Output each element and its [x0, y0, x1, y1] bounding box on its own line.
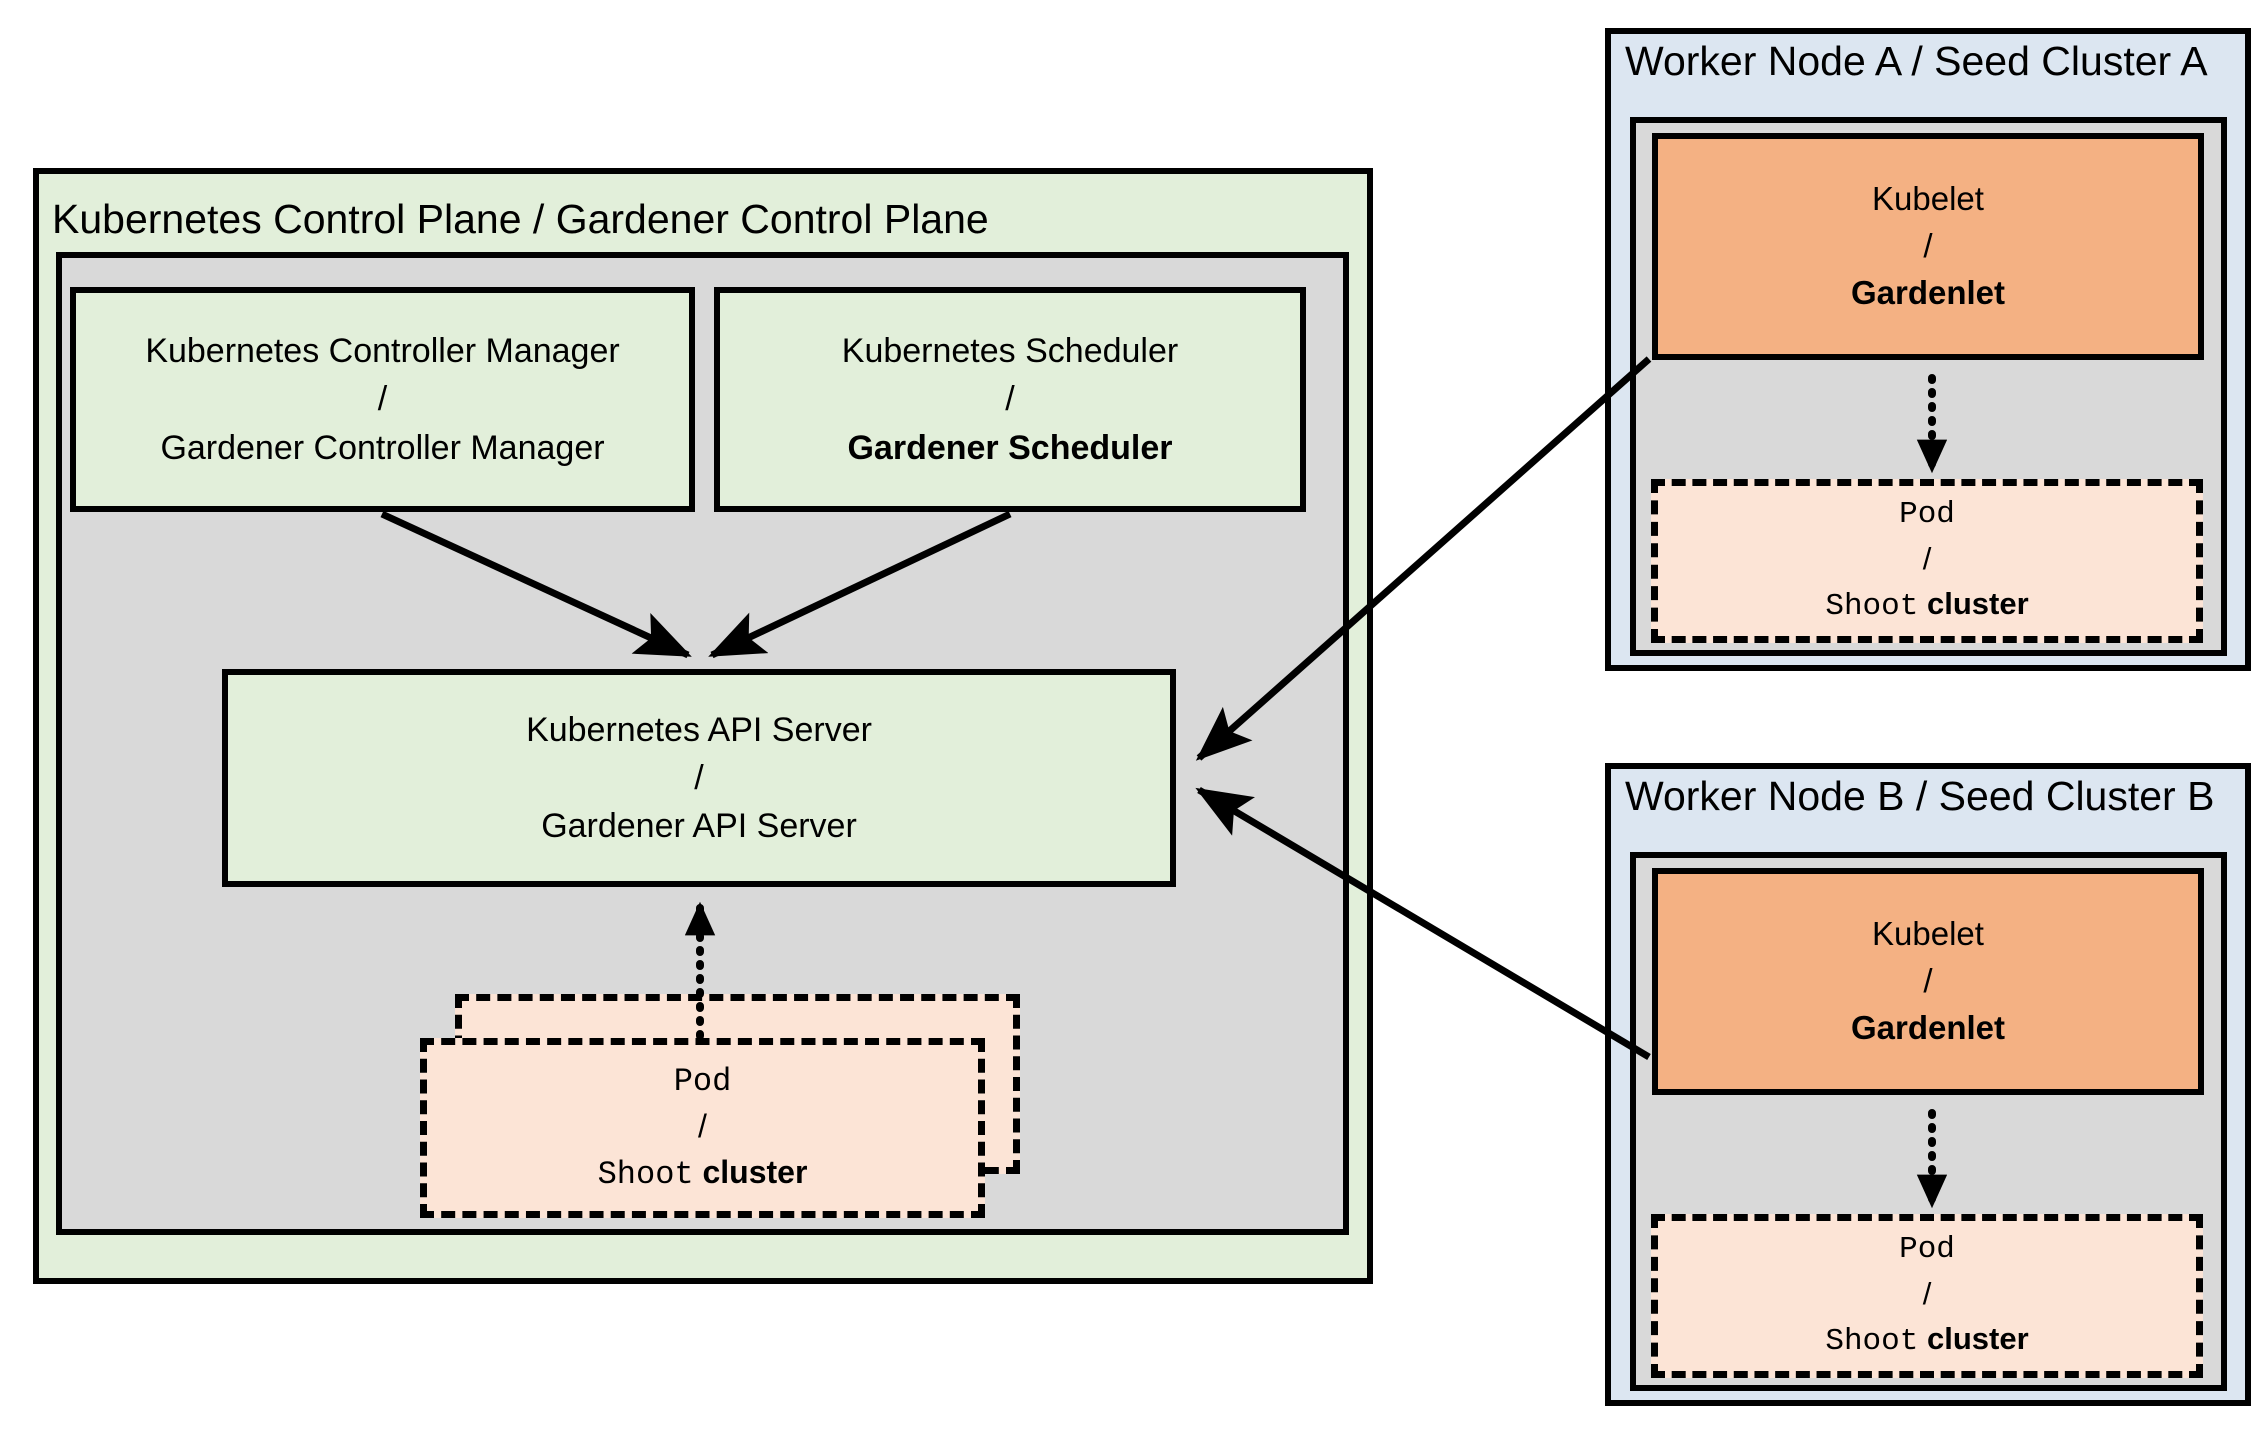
api-server-line1: Kubernetes API Server [526, 710, 872, 749]
connector-scheduler-to-api-server [708, 510, 1012, 659]
kubernetes-scheduler-label: Kubernetes Scheduler / Gardener Schedule… [714, 287, 1306, 512]
kubernetes-api-server-box[interactable] [222, 669, 1176, 887]
kubernetes-api-server-label: Kubernetes API Server / Gardener API Ser… [222, 669, 1176, 887]
worker-node-b-kubelet-line2: Gardenlet [1850, 1008, 2006, 1046]
worker-node-a-pod-separator: / [1922, 541, 1932, 577]
control-plane-pod-line1: Pod [673, 1062, 732, 1100]
connector-seed-b-gardenlet-to-api-server [1195, 786, 1651, 1061]
control-plane-pod-line2: Shoot cluster [598, 1150, 808, 1197]
controller-manager-line2: Gardener Controller Manager [160, 428, 605, 467]
worker-node-b-kubelet-label: Kubelet / Gardenlet [1652, 868, 2204, 1095]
worker-node-a-kubelet-line2: Gardenlet [1850, 273, 2006, 311]
worker-node-a-kubelet-label: Kubelet / Gardenlet [1652, 133, 2204, 360]
worker-node-a-pod-box[interactable] [1651, 479, 2203, 643]
connector-seed-a-gardenlet-to-api-server [1195, 356, 1652, 761]
worker-node-a-pod-line2-bold: cluster [1926, 585, 2029, 621]
worker-node-b-pod-separator: / [1922, 1276, 1932, 1312]
worker-node-b-kubelet-line1: Kubelet [1872, 915, 1984, 953]
worker-node-b-kubelet-box[interactable] [1652, 868, 2204, 1095]
control-plane-pod-label: Pod / Shoot cluster [420, 1038, 985, 1218]
worker-node-a-pod-label: Pod / Shoot cluster [1651, 479, 2203, 643]
worker-node-b-pod-line2-bold: cluster [1926, 1320, 2029, 1356]
controller-manager-line1: Kubernetes Controller Manager [145, 332, 620, 371]
worker-node-a-pod-line1: Pod [1899, 497, 1955, 533]
worker-node-b-pod-line2: Shoot cluster [1825, 1317, 2028, 1364]
control-plane-title: Kubernetes Control Plane / Gardener Cont… [52, 196, 989, 242]
api-server-separator: / [694, 758, 704, 797]
kubernetes-controller-manager-box[interactable] [70, 287, 695, 512]
control-plane-pod-line2-mono: Shoot [597, 1155, 694, 1193]
control-plane-pod-separator: / [698, 1108, 707, 1145]
worker-node-a-kubelet-separator: / [1923, 227, 1933, 265]
scheduler-separator: / [1005, 380, 1015, 419]
kubernetes-scheduler-box[interactable] [714, 287, 1306, 512]
control-plane-pod-box[interactable] [420, 1038, 985, 1218]
worker-node-b-pod-box[interactable] [1651, 1214, 2203, 1378]
worker-node-b-pod-label: Pod / Shoot cluster [1651, 1214, 2203, 1378]
control-plane-pod-line2-bold: cluster [702, 1153, 808, 1190]
worker-node-b-kubelet-separator: / [1923, 962, 1933, 1000]
scheduler-line2: Gardener Scheduler [847, 428, 1173, 467]
worker-node-a-pod-line2-mono: Shoot [1825, 588, 1919, 624]
api-server-line2: Gardener API Server [541, 807, 857, 846]
worker-node-a-kubelet-box[interactable] [1652, 133, 2204, 360]
worker-node-a-pod-line2: Shoot cluster [1825, 582, 2028, 629]
connector-controller-manager-to-api-server [380, 510, 692, 659]
worker-node-a-kubelet-line1: Kubelet [1872, 180, 1984, 218]
controller-manager-separator: / [377, 380, 388, 419]
kubernetes-controller-manager-label: Kubernetes Controller Manager / Gardener… [70, 287, 695, 512]
scheduler-line1: Kubernetes Scheduler [841, 332, 1179, 371]
worker-node-b-title: Worker Node B / Seed Cluster B [1625, 773, 2215, 819]
worker-node-b-pod-line1: Pod [1899, 1232, 1955, 1268]
worker-node-b-pod-line2-mono: Shoot [1825, 1323, 1919, 1359]
worker-node-a-title: Worker Node A / Seed Cluster A [1625, 38, 2208, 84]
